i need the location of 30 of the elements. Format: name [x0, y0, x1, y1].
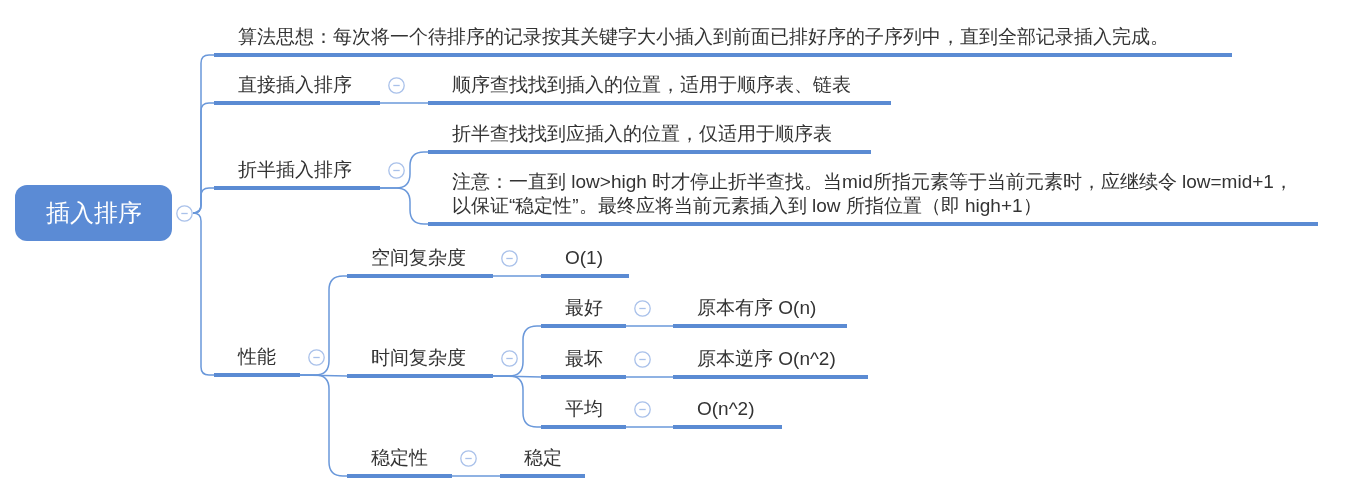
- branch-topic: 直接插入排序: [214, 73, 380, 105]
- subtopic: 最坏: [541, 347, 626, 379]
- connector-line: [492, 375, 542, 428]
- branch-topic: 性能: [214, 345, 300, 377]
- connector-line: [299, 374, 348, 477]
- subtopic: 原本有序 O(n): [673, 296, 847, 328]
- subtopic: 折半查找找到应插入的位置，仅适用于顺序表: [428, 122, 871, 154]
- branch-topic: 折半插入排序: [214, 158, 380, 190]
- branch-topic: 算法思想：每次将一个待排序的记录按其关键字大小插入到前面已排好序的子序列中，直到全部记录插入完成。: [214, 25, 1232, 57]
- subtopic: 最好: [541, 296, 626, 328]
- subtopic: 稳定性: [347, 446, 452, 478]
- connector-line: [192, 212, 215, 376]
- central-topic: 插入排序: [15, 185, 172, 241]
- connector-line: [379, 102, 429, 104]
- subtopic: O(1): [541, 246, 629, 278]
- subtopic: 顺序查找找到插入的位置，适用于顺序表、链表: [428, 73, 891, 105]
- subtopic: 原本逆序 O(n^2): [673, 347, 868, 379]
- connector-line: [625, 376, 674, 378]
- connector-line: [492, 275, 542, 277]
- subtopic: 注意：一直到 low>high 时才停止折半查找。当mid所指元素等于当前元素时，应继续令 low=mid+1，以保证“稳定性”。最终应将当前元素插入到 low 所指位置（即 high+1）: [428, 170, 1318, 226]
- subtopic: 稳定: [500, 446, 585, 478]
- connector-line: [192, 187, 215, 214]
- subtopic: O(n^2): [673, 397, 782, 429]
- subtopic: 空间复杂度: [347, 246, 493, 278]
- subtopic: 平均: [541, 397, 626, 429]
- connector-line: [379, 187, 429, 225]
- subtopic: 时间复杂度: [347, 346, 493, 378]
- connector-line: [625, 325, 674, 327]
- connector-line: [451, 475, 501, 477]
- connector-line: [625, 426, 674, 428]
